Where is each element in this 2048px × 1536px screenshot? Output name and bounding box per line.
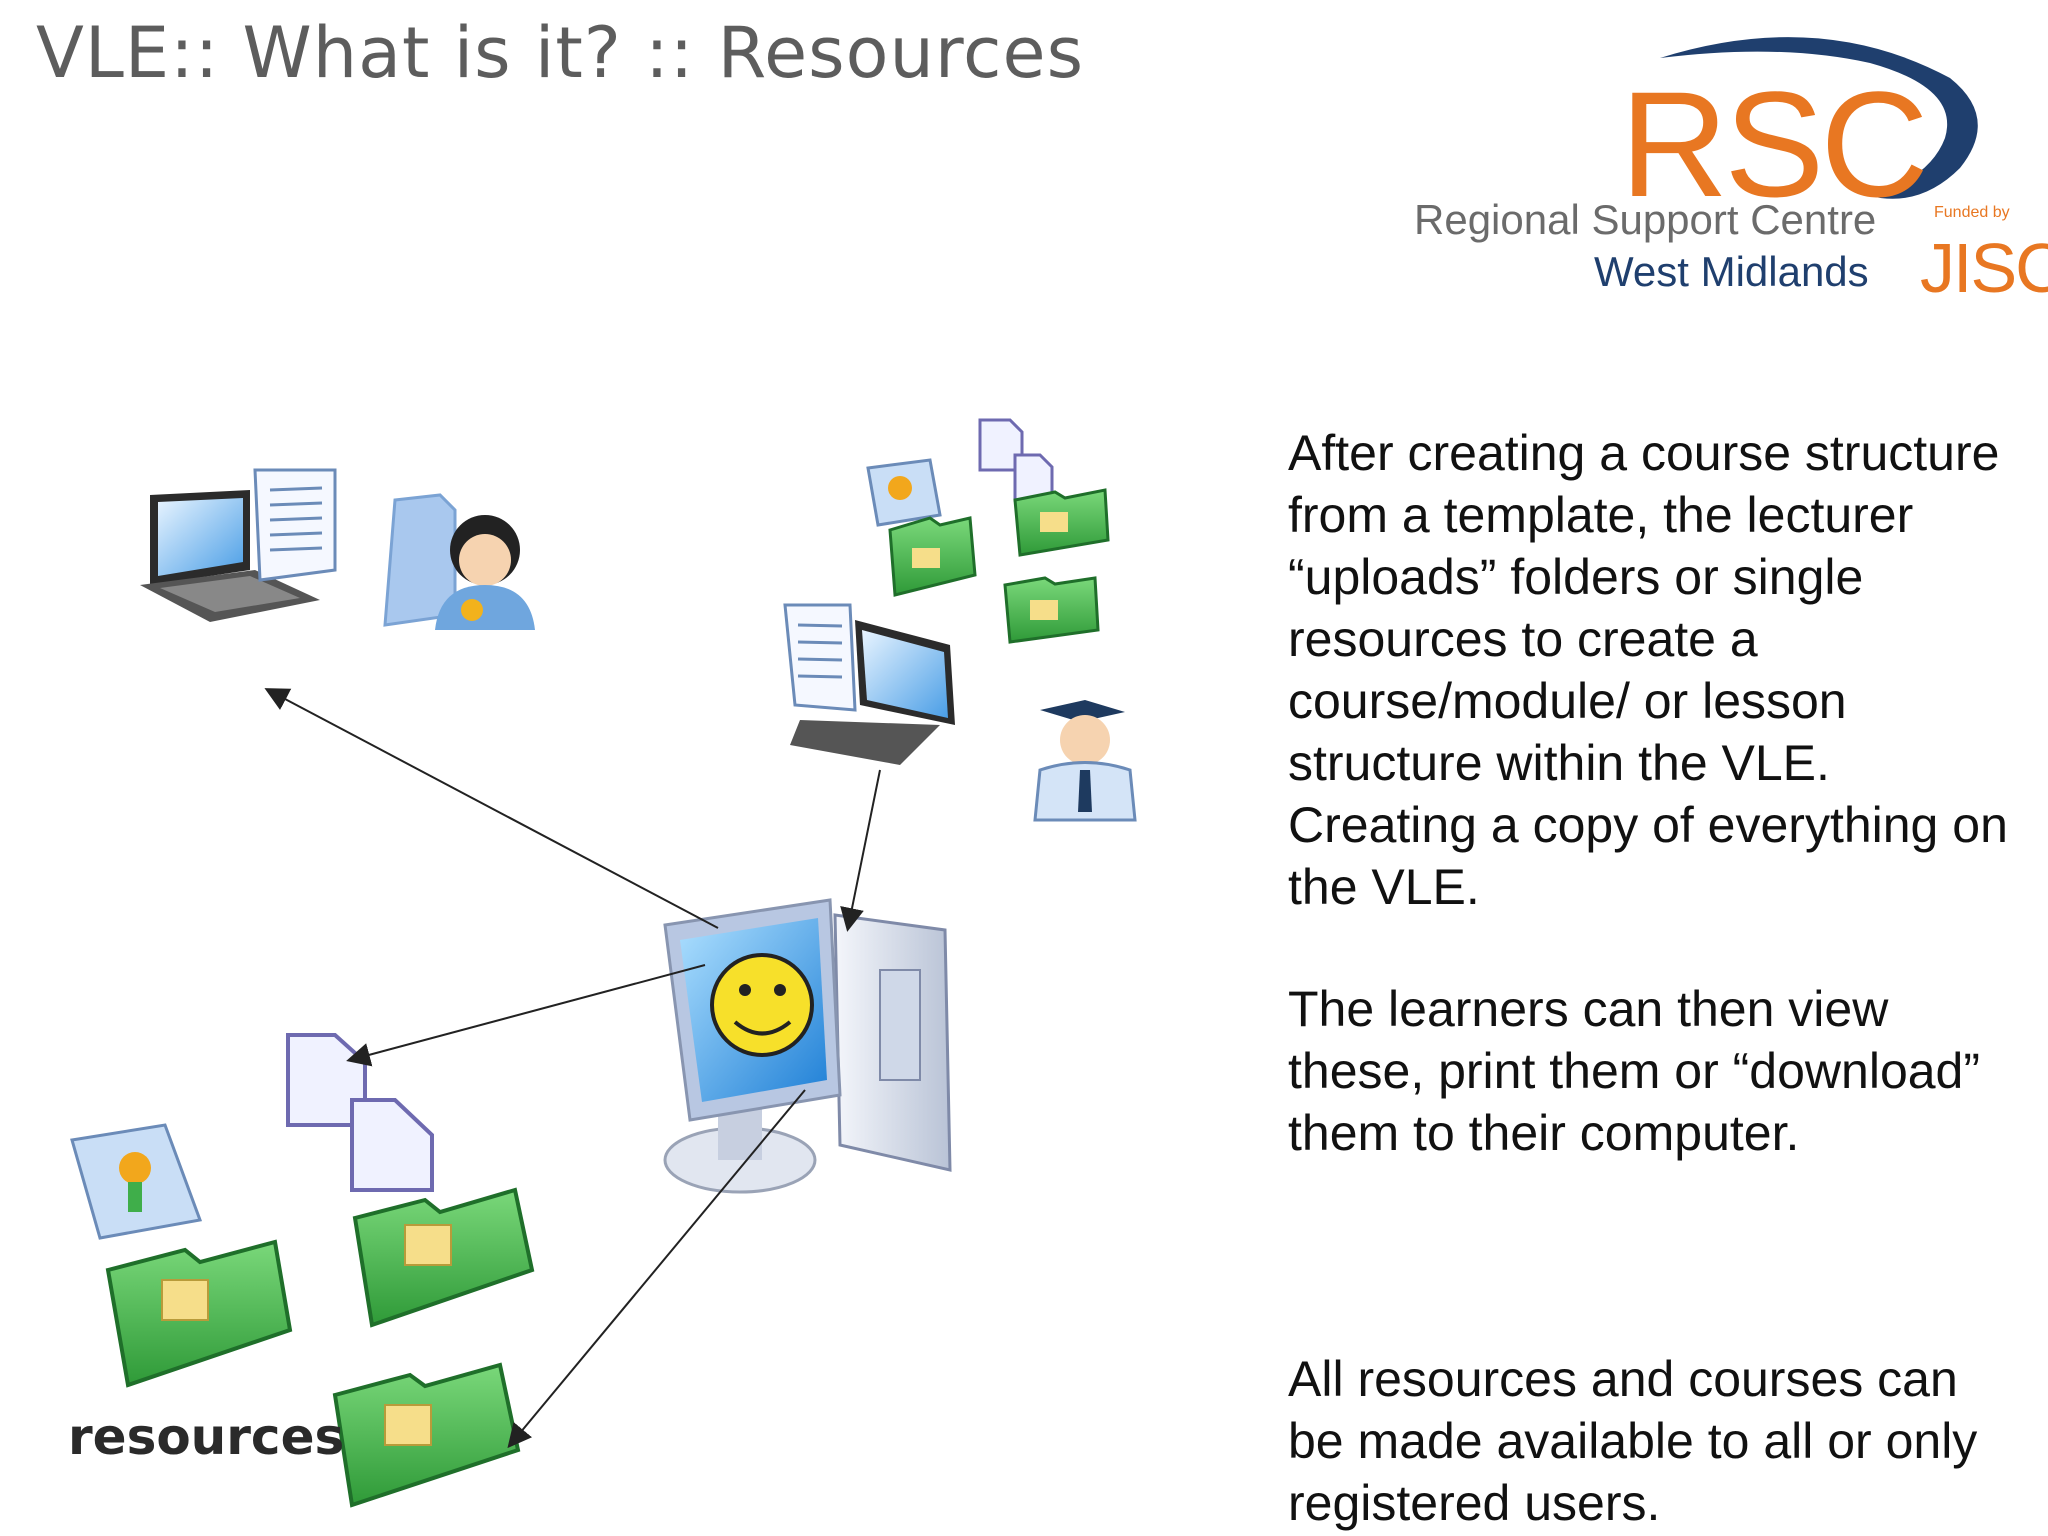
paragraph-upload: After creating a course structure from a…: [1288, 425, 2008, 915]
logo-rsc-mark: RSC: [1620, 60, 1929, 228]
folder-icon: [332, 1362, 521, 1508]
document-icon: [286, 1033, 367, 1127]
vle-resources-diagram: [70, 418, 1137, 1508]
laptop-icon-left: [140, 468, 337, 622]
diagram-arrows: [264, 688, 881, 1449]
document-icon: [978, 418, 1024, 472]
logo-line-1: Regional Support Centre: [1414, 196, 1877, 243]
document-icon: [350, 1098, 434, 1192]
arrow-to-lecturer: [264, 688, 719, 929]
resources-label: resources: [68, 1408, 345, 1466]
arrow-to-documents: [346, 964, 706, 1067]
paragraph-availability: All resources and courses can be made av…: [1288, 1351, 1978, 1531]
paragraph-learners: The learners can then view these, print …: [1288, 981, 1981, 1161]
image-icon: [866, 458, 942, 527]
rsc-logo: RSC Regional Support Centre West Midland…: [1400, 18, 2048, 328]
logo-jisc: JISC: [1920, 229, 2048, 307]
server-computer-icon: [663, 898, 952, 1194]
arrow-from-upload: [840, 769, 881, 932]
graduate-user-icon: [1033, 700, 1137, 822]
image-icon: [70, 1123, 203, 1240]
logo-swoosh-icon: [1660, 37, 1978, 199]
laptop-icon-right: [783, 603, 955, 765]
folder-icon: [105, 1239, 293, 1388]
document-icon: [1013, 453, 1054, 502]
arrow-to-folder: [507, 1089, 806, 1449]
logo-line-2: West Midlands: [1594, 248, 1869, 295]
slide-title: VLE:: What is it? :: Resources: [36, 12, 1085, 94]
folder-icon: [352, 1187, 535, 1328]
user-folder-icon: [383, 493, 535, 630]
smiley-icon: [710, 953, 814, 1057]
folder-icon: [888, 516, 977, 597]
folder-icon: [1003, 576, 1100, 644]
logo-funded-by: Funded by: [1934, 204, 2010, 221]
folder-icon: [1013, 488, 1110, 557]
